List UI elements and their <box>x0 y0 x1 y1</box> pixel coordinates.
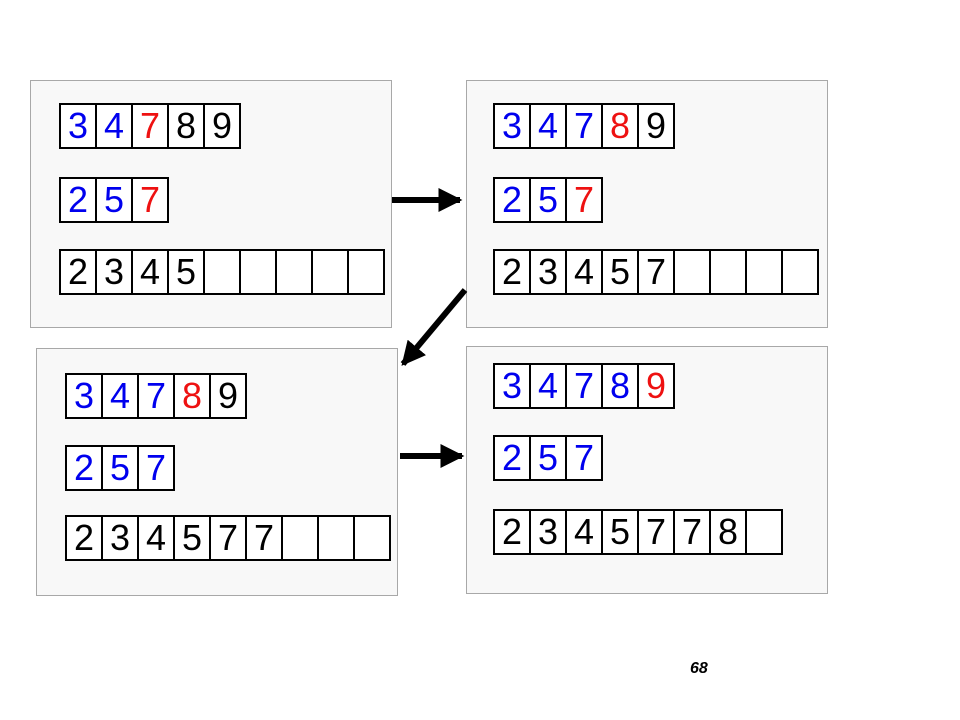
array-cell: 9 <box>637 363 675 409</box>
array-cell: 4 <box>565 249 603 295</box>
array-cell: 2 <box>493 177 531 223</box>
array-cell: 3 <box>59 103 97 149</box>
array-cell: 5 <box>101 445 139 491</box>
array-cell: 2 <box>65 515 103 561</box>
array-cell: 2 <box>59 249 97 295</box>
array-cell <box>745 509 783 555</box>
array-cell: 2 <box>493 249 531 295</box>
array-cell: 5 <box>601 509 639 555</box>
array-cell: 2 <box>493 435 531 481</box>
array-cell: 7 <box>137 373 175 419</box>
array-cell <box>317 515 355 561</box>
array-cell: 4 <box>131 249 169 295</box>
array-cell: 3 <box>493 103 531 149</box>
array-cell: 7 <box>565 103 603 149</box>
array-cell: 7 <box>245 515 283 561</box>
array-cell <box>781 249 819 295</box>
array-cell: 4 <box>137 515 175 561</box>
array-cell: 7 <box>673 509 711 555</box>
array-cell: 3 <box>529 509 567 555</box>
array-cell: 3 <box>95 249 133 295</box>
array-cell: 5 <box>95 177 133 223</box>
array-cell: 7 <box>137 445 175 491</box>
array-cell: 8 <box>601 363 639 409</box>
array-cell <box>347 249 385 295</box>
array-cell <box>281 515 319 561</box>
array-cell: 7 <box>565 435 603 481</box>
page-number: 68 <box>690 660 708 677</box>
array-cell: 5 <box>173 515 211 561</box>
array-cell: 3 <box>101 515 139 561</box>
array-cell: 9 <box>203 103 241 149</box>
array-cell <box>353 515 391 561</box>
array-cell: 7 <box>637 509 675 555</box>
array-cell: 8 <box>167 103 205 149</box>
array-cell: 5 <box>601 249 639 295</box>
array-cell <box>275 249 313 295</box>
array-cell: 4 <box>101 373 139 419</box>
arrow-down-left-icon <box>400 288 468 366</box>
array-cell: 9 <box>209 373 247 419</box>
array-cell: 9 <box>637 103 675 149</box>
array-cell: 7 <box>131 177 169 223</box>
array-cell: 7 <box>565 177 603 223</box>
array-cell: 8 <box>601 103 639 149</box>
array-cell: 7 <box>131 103 169 149</box>
